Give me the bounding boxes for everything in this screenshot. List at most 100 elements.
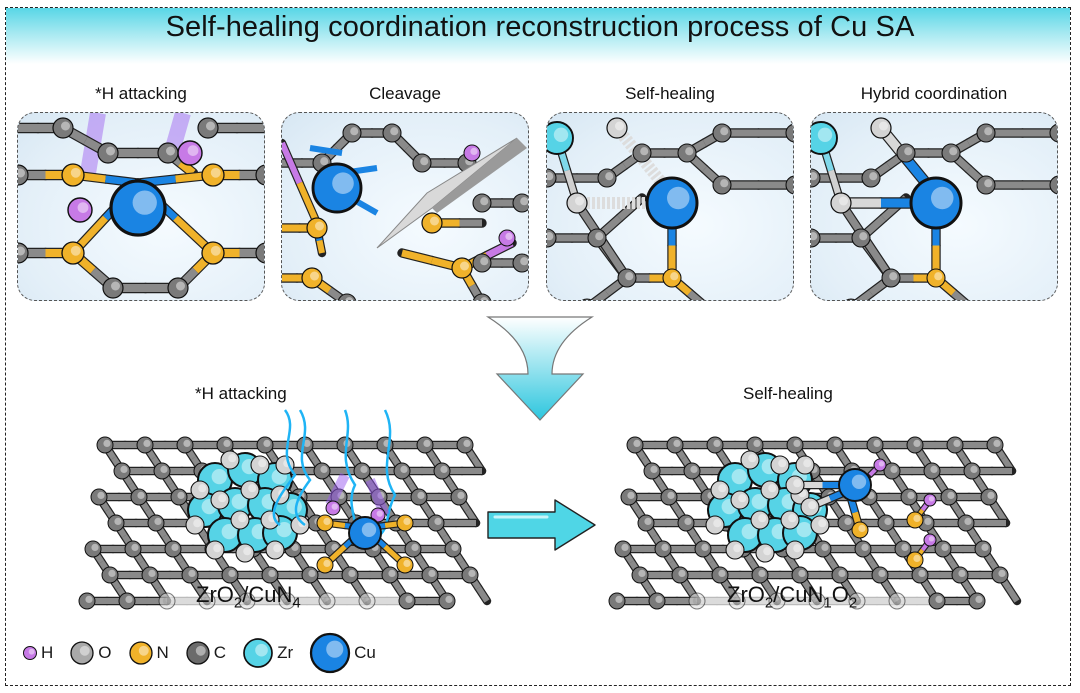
o-atom (235, 543, 255, 563)
n-atom (851, 521, 869, 539)
o-atom (606, 117, 628, 139)
panel-cleavage (281, 112, 529, 301)
panel-label-hybrid-coordination: Hybrid coordination (860, 84, 1008, 103)
o-atom-icon (70, 641, 94, 665)
legend-item-o: O (69, 640, 112, 666)
n-atom (396, 514, 414, 532)
n-atom (301, 267, 323, 289)
c-atom (963, 462, 981, 480)
c-atom (18, 164, 29, 186)
c-atom (837, 514, 855, 532)
o-atom (795, 455, 815, 475)
self-healing-illustration (547, 117, 793, 300)
n-atom (396, 556, 414, 574)
c-atom (404, 540, 422, 558)
c-atom (854, 540, 872, 558)
c-atom (198, 592, 216, 610)
c-atom (170, 488, 188, 506)
legend-item-zr: Zr (242, 637, 293, 669)
cu-atom (311, 162, 363, 214)
c-atom (976, 123, 996, 143)
c-atom (216, 436, 234, 454)
o-atom (566, 192, 588, 214)
c-atom (896, 143, 916, 163)
cu-atom (109, 179, 167, 237)
h-beam (325, 472, 350, 508)
c-atom (313, 462, 331, 480)
c-atom (974, 540, 992, 558)
c-atom (97, 142, 119, 164)
n-atom (306, 217, 328, 239)
c-atom (382, 123, 402, 143)
c-atom (238, 592, 256, 610)
o-atom (785, 475, 805, 495)
c-atom (353, 462, 371, 480)
c-atom (427, 514, 445, 532)
c-atom (147, 514, 165, 532)
c-atom (808, 592, 826, 610)
panel-label-self-healing: Self-healing (625, 84, 715, 103)
n-atom (201, 241, 225, 265)
c-atom (617, 268, 637, 288)
figure-frame (5, 7, 1071, 686)
c-atom (342, 123, 362, 143)
c-atom (666, 436, 684, 454)
scalpel-handle (432, 138, 527, 213)
o-atom (190, 480, 210, 500)
c-atom (986, 436, 1004, 454)
h-atom (325, 500, 341, 516)
c-atom (158, 592, 176, 610)
o-atom (770, 455, 790, 475)
c-atom (301, 566, 319, 584)
c-atom (976, 175, 996, 195)
h-atom-icon (23, 646, 37, 660)
c-atom (831, 566, 849, 584)
c-atom (450, 488, 468, 506)
c-atom (197, 117, 219, 139)
legend-item-c: C (185, 640, 226, 666)
n-atom (451, 257, 473, 279)
o-atom (205, 540, 225, 560)
lightning-icon (294, 409, 312, 527)
c-atom (923, 462, 941, 480)
c-atom (96, 436, 114, 454)
panel-hybrid-coordination (810, 112, 1058, 301)
legend-atom (128, 641, 153, 665)
zr-atom (547, 121, 574, 155)
c-atom (102, 277, 124, 299)
legend-item-h: H (22, 643, 53, 663)
legend-item-n: N (128, 640, 169, 666)
c-atom (221, 566, 239, 584)
c-atom (786, 436, 804, 454)
c-atom (671, 566, 689, 584)
c-atom (358, 592, 376, 610)
c-atom (472, 253, 492, 273)
c-atom (512, 253, 528, 273)
panel-h-attacking (17, 112, 265, 301)
c-atom (712, 175, 732, 195)
o-atom (760, 480, 780, 500)
c-atom (785, 175, 793, 195)
c-atom (883, 462, 901, 480)
c-atom (255, 164, 264, 186)
c-atom (433, 462, 451, 480)
c-atom (677, 514, 695, 532)
c-atom (811, 168, 821, 188)
c-atom (900, 488, 918, 506)
hybrid-coordination-illustration (811, 117, 1057, 300)
formula-zro2-cun1o2: ZrO2/CuN1O2 (727, 582, 858, 612)
c-atom (785, 123, 793, 143)
c-atom (136, 436, 154, 454)
panel-self-healing (546, 112, 794, 301)
c-atom (894, 540, 912, 558)
c-atom (597, 168, 617, 188)
figure-title: Self-healing coordination reconstruction… (165, 11, 915, 43)
h-atom (923, 533, 937, 547)
n-atom (61, 241, 85, 265)
c-atom (398, 592, 416, 610)
c-atom (101, 566, 119, 584)
c-atom (153, 462, 171, 480)
c-atom (906, 436, 924, 454)
c-atom (255, 242, 264, 264)
panel-label-h-attacking: *H attacking (95, 84, 187, 103)
